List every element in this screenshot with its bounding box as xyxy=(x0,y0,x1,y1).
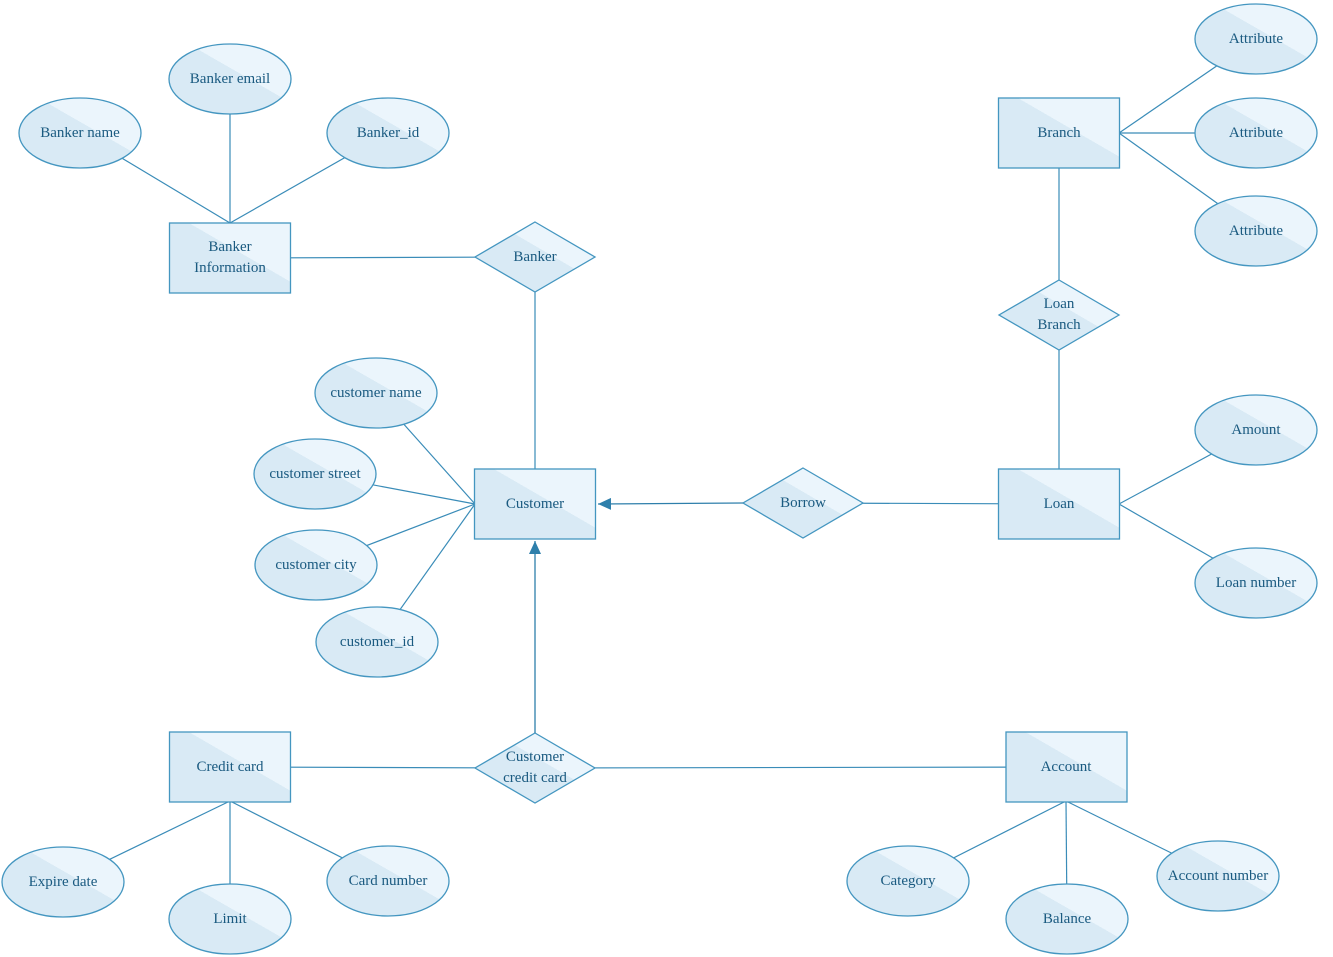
attribute-customer-id-shape xyxy=(315,606,439,678)
entity-account-shape xyxy=(1005,731,1128,803)
attribute-branch-attribute-3-shape xyxy=(1194,195,1318,267)
arrow-lines xyxy=(529,497,744,733)
attribute-expire-date-shape xyxy=(1,846,125,918)
attribute-banker-id-shape xyxy=(326,97,450,169)
entity-banker-information-shape xyxy=(168,222,292,294)
relationship-loan-branch-shape xyxy=(997,279,1121,351)
attribute-branch-attribute-2-shape xyxy=(1194,97,1318,169)
entity-branch-shape xyxy=(997,97,1121,169)
edge-customer-credit-card-account xyxy=(534,766,1067,769)
attribute-category-shape xyxy=(846,845,970,917)
attribute-customer-city-shape xyxy=(254,529,378,601)
attribute-card-number-shape xyxy=(326,845,450,917)
attribute-loan-number-shape xyxy=(1194,547,1318,619)
edge-borrow-customer-arrow xyxy=(597,497,744,510)
attribute-balance-shape xyxy=(1005,883,1129,955)
attribute-banker-email-shape xyxy=(168,43,292,115)
attribute-account-number-shape xyxy=(1156,840,1280,912)
entity-credit-card-shape xyxy=(168,731,292,803)
relationship-banker-shape xyxy=(473,221,597,293)
attribute-branch-attribute-1-shape xyxy=(1194,3,1318,75)
entity-loan-shape xyxy=(997,468,1121,540)
relationship-borrow-shape xyxy=(741,467,865,539)
attribute-customer-name-shape xyxy=(314,357,438,429)
attribute-customer-street-shape xyxy=(253,438,377,510)
relationship-customer-credit-card-shape xyxy=(473,732,597,804)
entity-customer-shape xyxy=(473,468,597,540)
attribute-limit-shape xyxy=(168,883,292,955)
shapes xyxy=(1,3,1318,955)
attribute-banker-name-shape xyxy=(18,97,142,169)
attribute-amount-shape xyxy=(1194,394,1318,466)
